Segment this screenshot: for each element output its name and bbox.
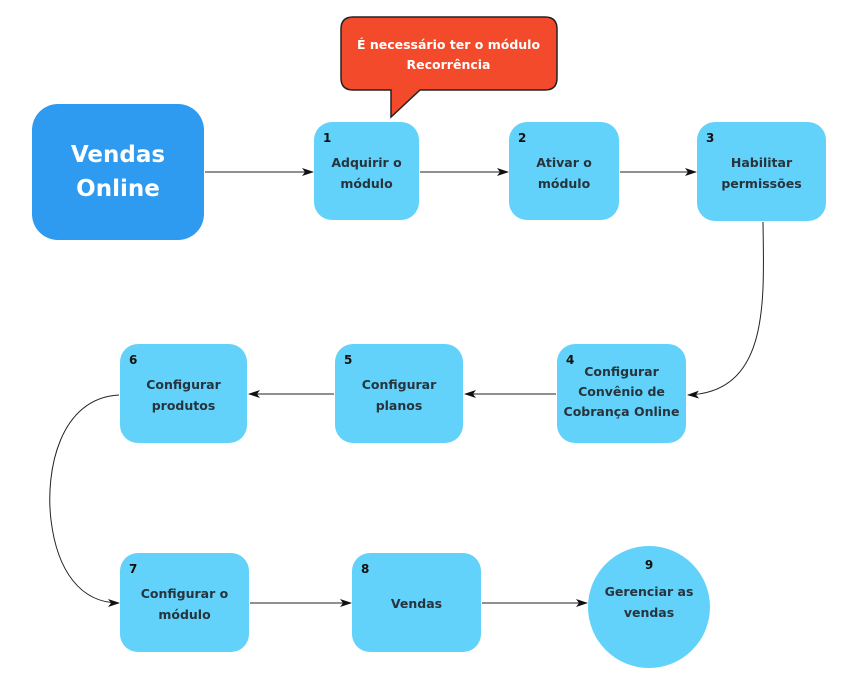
step-label: Configurar Convênio de Cobrança Online <box>557 362 686 422</box>
step-number: 1 <box>323 131 332 145</box>
step-label-line: Vendas <box>390 596 443 611</box>
start-node-vendas-online[interactable]: Vendas Online <box>32 104 204 240</box>
step-label-line: Configurar <box>361 377 437 392</box>
step-label-line: produtos <box>151 398 216 413</box>
step-number: 5 <box>344 353 353 367</box>
step-label: Configurar o módulo <box>120 583 249 625</box>
step-label-line: Adquirir o <box>331 155 402 170</box>
step-label-line: Convênio de <box>578 384 665 399</box>
step-label-line: Cobrança Online <box>563 404 680 419</box>
callout-text: É necessário ter o módulo Recorrência <box>343 35 554 75</box>
start-label-line-1: Vendas <box>70 142 166 168</box>
step-label: Configurar produtos <box>120 374 247 416</box>
step-label-line: permissões <box>721 176 802 191</box>
connector-3-to-4 <box>687 221 764 399</box>
step-number: 4 <box>566 353 575 367</box>
step-label: Habilitar permissões <box>697 152 826 194</box>
step-node-1[interactable]: 1 Adquirir o módulo <box>314 122 419 220</box>
step-label-line: planos <box>375 398 423 413</box>
step-number: 3 <box>706 131 715 145</box>
start-label-line-2: Online <box>76 176 160 202</box>
step-label-line: Habilitar <box>730 155 793 170</box>
step-node-6[interactable]: 6 Configurar produtos <box>120 344 247 443</box>
step-label: Configurar planos <box>335 374 463 416</box>
callout-line-2: Recorrência <box>406 57 491 72</box>
callout-bubble <box>340 16 558 119</box>
step-number: 2 <box>518 131 527 145</box>
callout-line-1: É necessário ter o módulo <box>356 37 541 52</box>
step-node-8[interactable]: 8 Vendas <box>352 553 481 652</box>
step-node-9[interactable]: 9 Gerenciar as vendas <box>588 546 710 668</box>
step-label-line: módulo <box>158 607 211 622</box>
step-label-line: módulo <box>537 176 591 191</box>
step-number: 8 <box>361 562 370 576</box>
step-label-line: Configurar <box>584 364 659 379</box>
step-number: 6 <box>129 353 138 367</box>
step-label: Vendas <box>352 593 481 614</box>
connector-6-to-7 <box>49 394 120 607</box>
step-label-line: Ativar o <box>536 155 592 170</box>
step-label-line: módulo <box>340 176 393 191</box>
step-label: Gerenciar as vendas <box>588 581 710 623</box>
step-node-4[interactable]: 4 Configurar Convênio de Cobrança Online <box>557 344 686 443</box>
step-label: Adquirir o módulo <box>314 152 419 194</box>
step-label-line: vendas <box>623 605 675 620</box>
step-node-2[interactable]: 2 Ativar o módulo <box>509 122 619 220</box>
step-node-5[interactable]: 5 Configurar planos <box>335 344 463 443</box>
step-number: 9 <box>644 558 654 572</box>
step-node-7[interactable]: 7 Configurar o módulo <box>120 553 249 652</box>
step-label: Ativar o módulo <box>509 152 619 194</box>
step-label-line: Configurar <box>146 377 221 392</box>
step-label-line: Configurar o <box>140 586 229 601</box>
step-node-3[interactable]: 3 Habilitar permissões <box>697 122 826 221</box>
step-label-line: Gerenciar as <box>604 584 694 599</box>
step-number: 7 <box>129 562 138 576</box>
